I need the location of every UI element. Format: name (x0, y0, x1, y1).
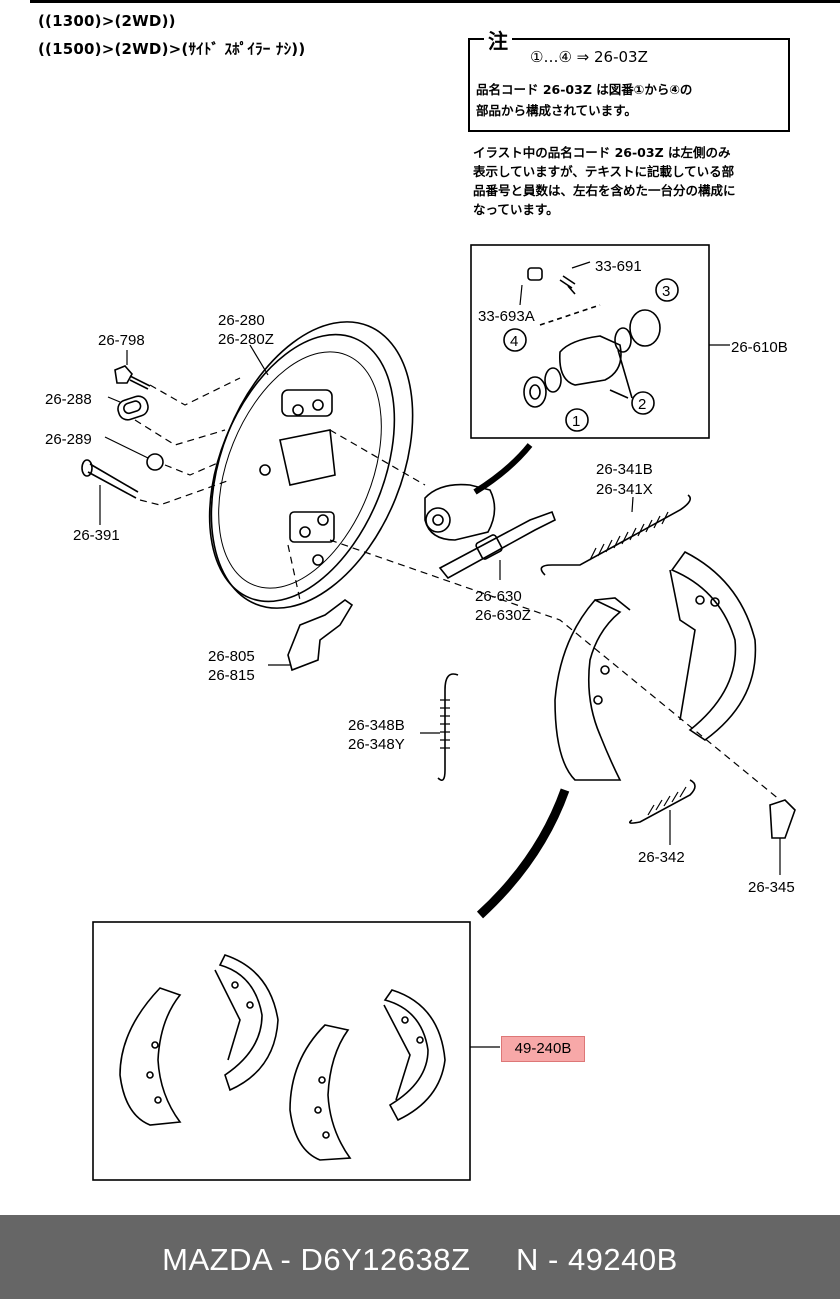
label-leaders (99, 261, 781, 1048)
top-border (30, 0, 840, 3)
lever-drawing (287, 599, 354, 672)
footer-part-numbers: MAZDA - D6Y12638Z N - 49240B (162, 1242, 678, 1277)
bolt-drawing (114, 365, 151, 390)
label-33-693A: 33-693A (478, 308, 535, 325)
label-26-341B: 26-341B (596, 461, 653, 478)
kit-shoe-1 (119, 987, 182, 1126)
label-26-805: 26-805 (208, 648, 255, 665)
note-box (468, 38, 790, 132)
circle-markers (503, 278, 679, 432)
highlighted-part-49-240B[interactable]: 49-240B (501, 1036, 585, 1062)
assembly-lines (134, 377, 781, 801)
label-26-341X: 26-341X (596, 481, 653, 498)
note-line-3: 部品から構成されています。 (476, 103, 637, 118)
label-26-630Z: 26-630Z (475, 607, 531, 624)
lower-spring-drawing (437, 673, 459, 781)
label-26-348Y: 26-348Y (348, 736, 405, 753)
label-26-342: 26-342 (638, 849, 685, 866)
return-spring-drawing (629, 779, 696, 824)
note-paragraph: イラスト中の品名コード 26-03Z は左側のみ 表示していますが、テキストに記… (473, 145, 736, 217)
wheel-cylinder-drawing (424, 483, 496, 541)
marker-4: 4 (510, 333, 518, 350)
backing-plate-drawing (208, 321, 414, 609)
header-applicability-1: ((1300)>(2WD)) (38, 12, 176, 30)
note-line-2: 品名コード 26-03Z は図番①から④の (476, 82, 693, 97)
note-title: 注 (484, 25, 512, 54)
brake-shoe-drawing (554, 597, 631, 781)
label-26-798: 26-798 (98, 332, 145, 349)
label-26-288: 26-288 (45, 391, 92, 408)
shoe-hold-plate-drawing (769, 799, 796, 839)
label-26-815: 26-815 (208, 667, 255, 684)
label-26-280: 26-280 (218, 312, 265, 329)
adjuster-drawing (438, 510, 557, 580)
label-26-345: 26-345 (748, 879, 795, 896)
upper-spring-drawing (540, 494, 691, 576)
cylinder-detail-parts (523, 267, 661, 408)
marker-2: 2 (638, 396, 646, 413)
pin-drawing (81, 459, 139, 499)
kit-shoe-4 (383, 989, 446, 1122)
brake-shoe-kit-box (92, 921, 471, 1181)
nut-drawing (146, 453, 164, 471)
arrow-to-cylinder (473, 443, 533, 495)
kit-shoe-2 (214, 954, 279, 1092)
label-26-610B: 26-610B (731, 339, 788, 356)
footer-bar (0, 1215, 840, 1299)
note-range: ①…④ ⇒ 26-03Z (530, 48, 648, 66)
label-26-630: 26-630 (475, 588, 522, 605)
arrow-to-kit (476, 788, 570, 919)
label-33-691: 33-691 (595, 258, 642, 275)
upper-spring-coils (589, 511, 669, 561)
label-26-280Z: 26-280Z (218, 331, 274, 348)
header-applicability-2: ((1500)>(2WD)>(ｻｲﾄﾞ ｽﾎﾟｲﾗｰ ﾅｼ)) (38, 40, 306, 58)
marker-3: 3 (662, 283, 670, 300)
wheel-cylinder-detail-box (470, 244, 710, 439)
plug-drawing (117, 395, 149, 421)
label-26-391: 26-391 (73, 527, 120, 544)
label-26-348B: 26-348B (348, 717, 405, 734)
right-brake-shoe-drawing (669, 550, 757, 741)
kit-shoe-3 (289, 1024, 352, 1161)
label-26-289: 26-289 (45, 431, 92, 448)
marker-1: 1 (572, 413, 580, 430)
exploded-parts-diagram: 26-798 26-288 26-289 26-391 26-280 26-28… (45, 244, 796, 1181)
